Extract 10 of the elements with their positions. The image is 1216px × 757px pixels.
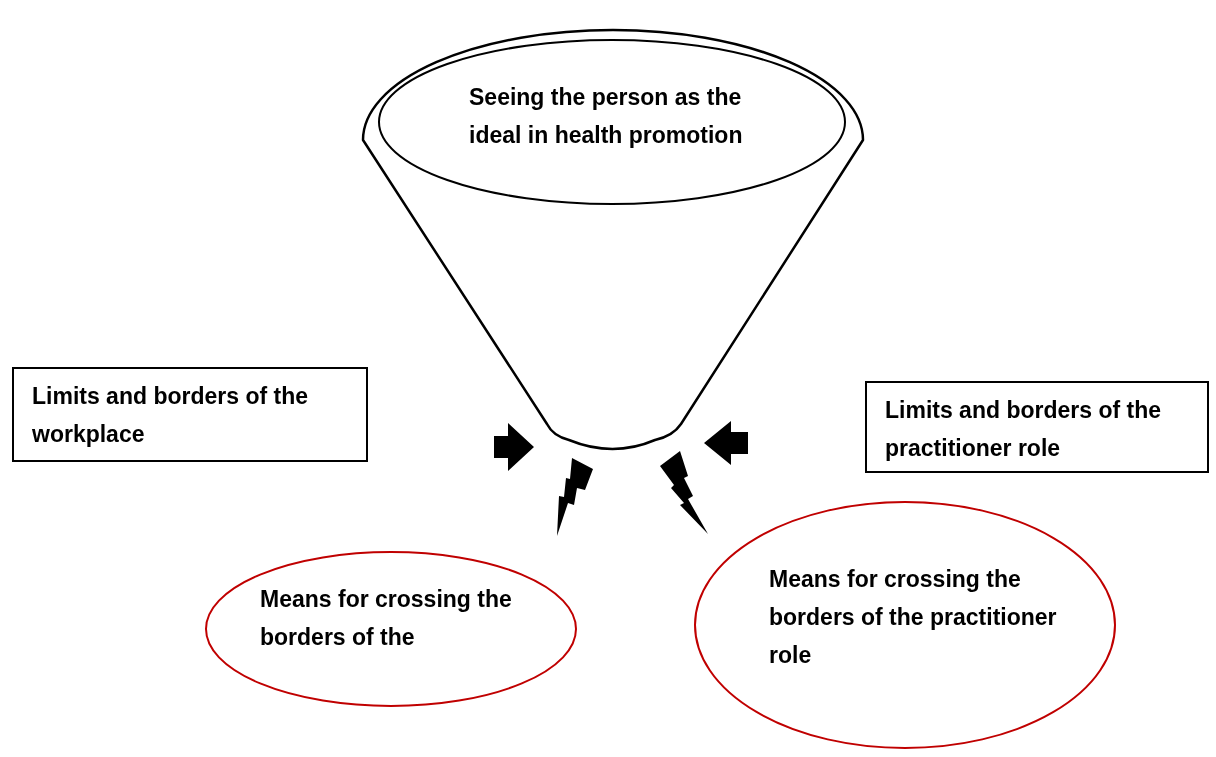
oval-node	[204, 550, 578, 708]
oval-node	[377, 38, 847, 206]
text-box	[12, 367, 368, 462]
text-box	[865, 381, 1209, 473]
node-text: Limits and borders of the practitioner role	[885, 396, 1163, 463]
node-text: Limits and borders of the workplace	[32, 382, 310, 449]
oval-node	[693, 500, 1117, 750]
node-text: Seeing the person as the ideal in health promotion	[469, 83, 744, 150]
node-text: Means for crossing the borders of the	[260, 585, 513, 652]
node-text: Means for crossing the borders of the practitioner role	[769, 565, 1058, 670]
